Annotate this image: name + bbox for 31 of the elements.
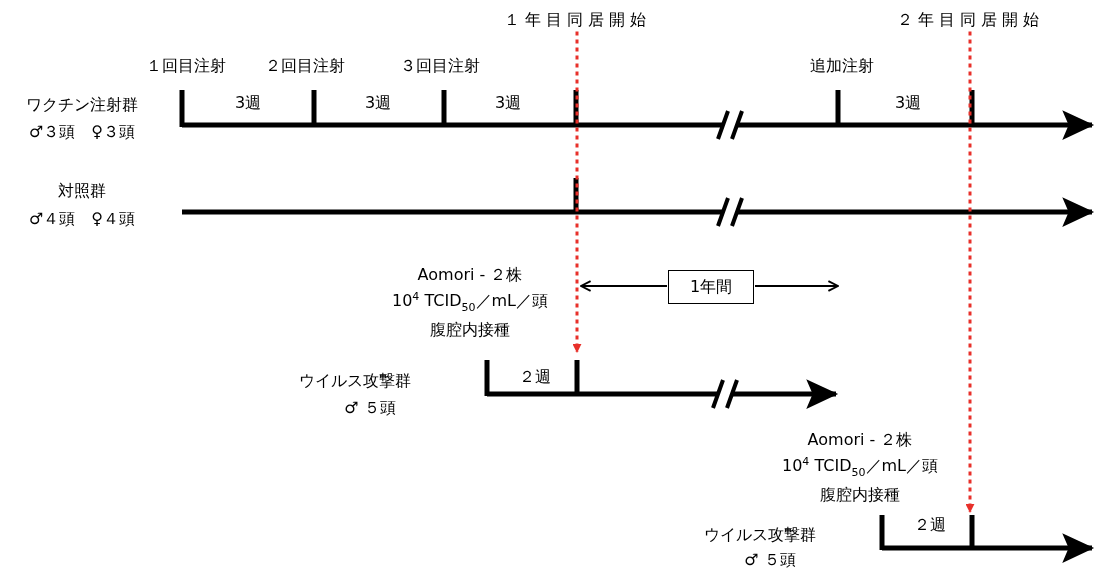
group-label: ウイルス攻撃群 [299, 371, 411, 391]
count-label: ♂３頭 ♀３頭 [28, 122, 136, 142]
heading: ２年目同居開始 [896, 10, 1044, 30]
event-label: 追加注射 [810, 56, 874, 76]
event-label: １回目注射 [146, 56, 226, 76]
arrow [965, 31, 975, 513]
group-label: ウイルス攻撃群 [704, 525, 816, 545]
interval-label: ２週 [519, 367, 551, 387]
event-label: ２回目注射 [265, 56, 345, 76]
interval-label: 3週 [234, 93, 262, 113]
event-label: ３回目注射 [400, 56, 480, 76]
count-label: ♂４頭 ♀４頭 [28, 209, 136, 229]
strain-label: Aomori - ２株 [417, 265, 523, 285]
route-label: 腹腔内接種 [430, 320, 510, 340]
arrow [572, 31, 582, 353]
dose-label: 10$^{4}$ TCID$_{50}$／mL／頭 [782, 455, 938, 479]
interval-label: 3週 [894, 93, 922, 113]
count-label: ♂ ５頭 [344, 398, 396, 418]
interval-label: 3週 [364, 93, 392, 113]
interval-label: 3週 [494, 93, 522, 113]
arrow [580, 280, 668, 292]
label-box: 1年間 [668, 270, 754, 304]
count-label: ♂ ５頭 [744, 550, 796, 570]
arrow [754, 280, 839, 292]
group-label: ワクチン注射群 [26, 95, 138, 115]
group-label: 対照群 [58, 181, 106, 201]
interval-label: ２週 [914, 515, 946, 535]
dose-label: 10$^{4}$ TCID$_{50}$／mL／頭 [392, 290, 548, 314]
route-label: 腹腔内接種 [820, 485, 900, 505]
strain-label: Aomori - ２株 [807, 430, 913, 450]
heading: １年目同居開始 [503, 10, 651, 30]
